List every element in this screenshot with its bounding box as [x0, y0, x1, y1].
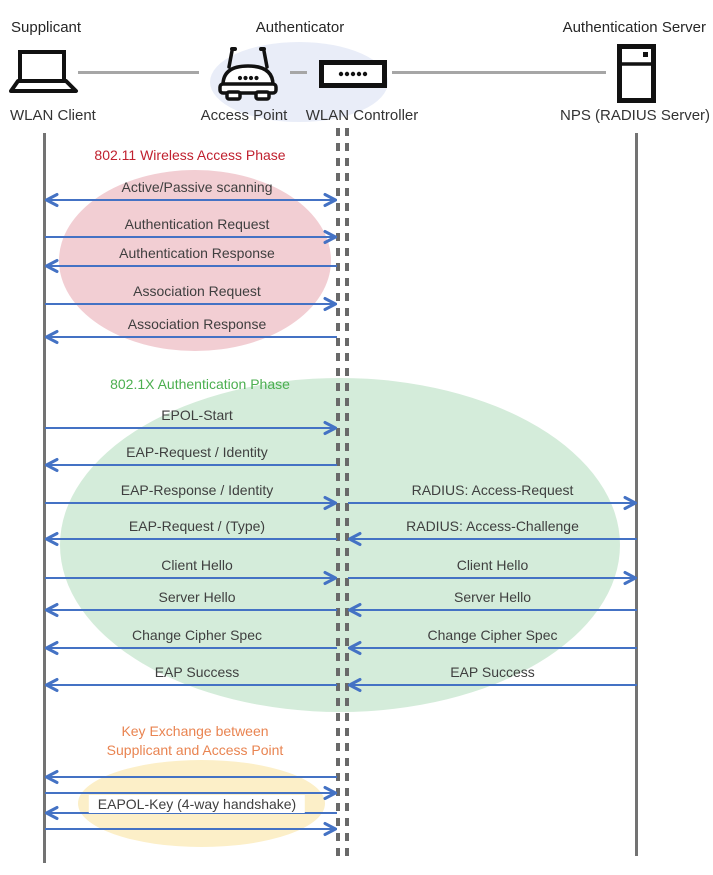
node-label-wlan-client: WLAN Client: [10, 107, 96, 124]
connector-line: [392, 71, 606, 74]
wlan-controller-icon: [319, 60, 387, 88]
arrowhead: [45, 532, 59, 546]
arrowhead: [348, 603, 362, 617]
arrowhead: [323, 421, 337, 435]
arrowhead: [45, 806, 59, 820]
phase-title-80211: 802.11 Wireless Access Phase: [94, 147, 286, 163]
arrowhead: [45, 770, 59, 784]
role-title-authentication-server: Authentication Server: [562, 19, 706, 36]
node-label-wlan-controller: WLAN Controller: [305, 107, 419, 124]
node-label-nps-radius-server: NPS (RADIUS Server): [560, 107, 711, 124]
arrowhead: [323, 786, 337, 800]
lifeline-wlan-client: [43, 133, 46, 863]
phase-ellipse-8021x: [60, 378, 620, 712]
connector-line: [78, 71, 199, 74]
arrowhead: [348, 532, 362, 546]
arrowhead: [45, 678, 59, 692]
arrowhead: [323, 193, 337, 207]
arrowhead: [45, 259, 59, 273]
role-title-supplicant: Supplicant: [11, 19, 82, 36]
role-title-authenticator: Authenticator: [255, 19, 345, 36]
lifeline-wlan-controller-dashed: [345, 128, 349, 857]
arrowhead: [45, 641, 59, 655]
phase-title-key-exchange: Key Exchange between Supplicant and Acce…: [106, 723, 284, 758]
connector-line: [290, 71, 307, 74]
arrowhead: [323, 297, 337, 311]
arrowhead: [323, 571, 337, 585]
arrowhead: [45, 458, 59, 472]
server-icon: [617, 44, 656, 103]
arrowhead: [323, 496, 337, 510]
access-point-icon: [218, 47, 278, 101]
laptop-icon: [9, 50, 78, 93]
arrowhead: [623, 571, 637, 585]
arrowhead: [45, 330, 59, 344]
arrowhead: [348, 678, 362, 692]
arrowhead: [45, 193, 59, 207]
lifeline-wlan-controller-dashed: [336, 128, 340, 857]
node-label-access-point: Access Point: [200, 107, 288, 124]
arrowhead: [323, 230, 337, 244]
arrowhead: [45, 603, 59, 617]
arrowhead: [323, 822, 337, 836]
lifeline-nps-server: [635, 133, 638, 856]
arrowhead: [348, 641, 362, 655]
arrowhead: [623, 496, 637, 510]
phase-title-8021x: 802.1X Authentication Phase: [110, 376, 290, 392]
